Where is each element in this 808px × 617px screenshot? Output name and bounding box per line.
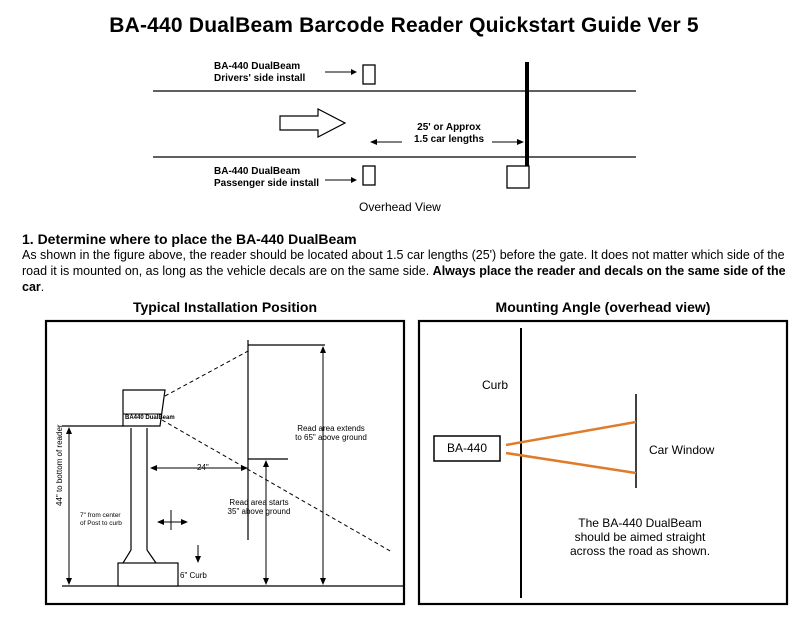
distance-line2: 1.5 car lengths	[413, 134, 485, 145]
beam-upper-dashed	[164, 349, 251, 397]
height-label-wrap: 44" to bottom of reader	[55, 424, 65, 506]
read-bottom-label: Read area starts 35" above ground	[214, 498, 304, 516]
offset-arrowheads	[157, 519, 188, 525]
offset-label-1: 7" from center	[80, 512, 121, 519]
beam-lower	[505, 451, 637, 475]
overhead-caption: Overhead View	[359, 200, 441, 214]
gate-box	[506, 165, 530, 189]
angle-panel-title: Mounting Angle (overhead view)	[495, 299, 711, 315]
post-base	[117, 562, 179, 587]
distance-label: 25' or Approx 1.5 car lengths	[404, 122, 494, 146]
reader-box-label: BA-440	[446, 441, 488, 455]
driver-reader-box	[362, 64, 376, 85]
read-bottom-label-1: Read area starts	[229, 498, 289, 507]
install-panel-frame	[44, 319, 406, 606]
section-text-end: .	[40, 280, 45, 294]
driver-label-line1: BA-440 DualBeam	[214, 61, 301, 72]
aim-note-3: across the road as shown.	[569, 544, 711, 558]
car-window-label: Car Window	[649, 443, 715, 457]
reader-box	[433, 435, 501, 462]
driver-install-label: BA-440 DualBeam Drivers' side install	[214, 61, 305, 85]
read-top-label: Read area extends to 65" above ground	[276, 424, 386, 442]
beam-lower-dashed	[161, 419, 393, 553]
section-body: As shown in the figure above, the reader…	[22, 247, 788, 295]
section-text-bold: Always place the reader and decals on th…	[22, 264, 786, 294]
height-label: 44" to bottom of reader	[55, 424, 64, 506]
distance-line1: 25' or Approx	[417, 122, 481, 133]
offset-label: 7" from center of Post to curb	[80, 512, 160, 528]
install-panel-title: Typical Installation Position	[132, 299, 318, 315]
distance-right-arrowhead	[517, 139, 524, 145]
aim-note-1: The BA-440 DualBeam	[578, 516, 702, 530]
aim-note-2: should be aimed straight	[574, 530, 706, 544]
passenger-install-label: BA-440 DualBeam Passenger side install	[214, 166, 319, 190]
angle-panel-frame	[417, 319, 789, 606]
distance-left-arrowhead	[370, 139, 377, 145]
curb-height-arrowhead	[195, 556, 201, 563]
offset-label-2: of Post to curb	[80, 520, 122, 527]
aim-note: The BA-440 DualBeam should be aimed stra…	[560, 516, 720, 558]
read-top-label-1: Read area extends	[297, 424, 365, 433]
passenger-label-line1: BA-440 DualBeam	[214, 166, 301, 177]
curb-label: 6" Curb	[180, 571, 207, 580]
section-text-plain: As shown in the figure above, the reader…	[22, 248, 785, 278]
passenger-reader-box	[362, 165, 376, 186]
curb-text: Curb	[482, 378, 509, 392]
passenger-label-line2: Passenger side install	[214, 178, 320, 189]
reader-brand-label: BA440 DualBeam	[125, 415, 175, 421]
page-title: BA-440 DualBeam Barcode Reader Quickstar…	[109, 14, 699, 37]
read-bottom-label-2: 35" above ground	[227, 507, 291, 516]
traffic-direction-arrow	[279, 108, 347, 138]
read-top-label-2: to 65" above ground	[295, 433, 367, 442]
post-flare	[122, 549, 157, 564]
distance-24-label: 24"	[197, 463, 209, 472]
beam-upper	[505, 420, 637, 447]
section-heading: 1. Determine where to place the BA-440 D…	[22, 231, 357, 247]
driver-label-line2: Drivers' side install	[214, 73, 306, 84]
